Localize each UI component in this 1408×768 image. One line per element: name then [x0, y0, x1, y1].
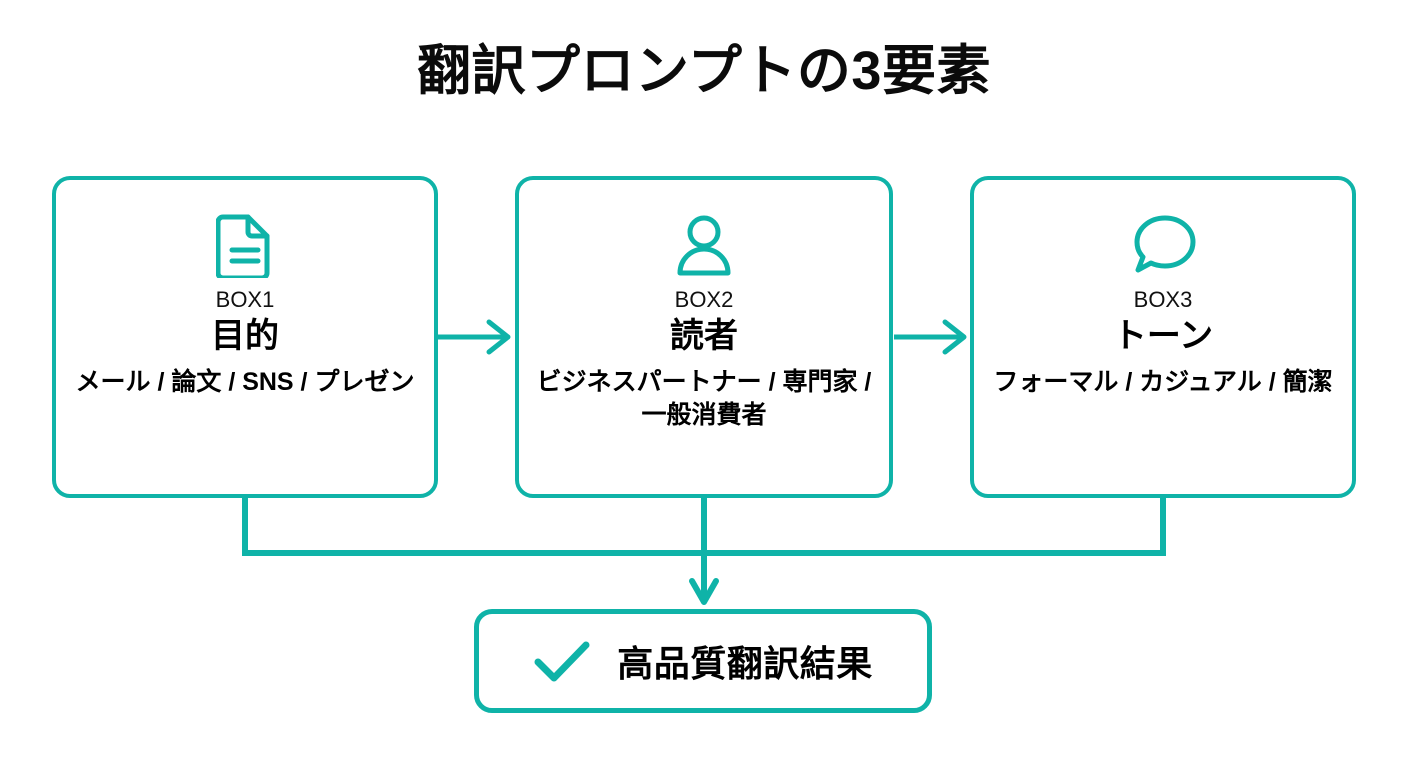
speech-bubble-icon: [1129, 208, 1197, 282]
page-title: 翻訳プロンプトの3要素: [417, 41, 991, 101]
box-description: フォーマル / カジュアル / 簡潔: [993, 367, 1333, 396]
box-description: ビジネスパートナー / 専門家 / 一般消費者: [536, 367, 872, 429]
box-title: 目的: [211, 316, 279, 355]
person-icon: [673, 208, 735, 282]
arrow-right-icon-1: [438, 319, 511, 355]
box-tag: BOX1: [215, 287, 275, 312]
box-tone[interactable]: BOX3 トーン フォーマル / カジュアル / 簡潔: [970, 176, 1356, 498]
result-label: 高品質翻訳結果: [617, 643, 873, 684]
box-audience[interactable]: BOX2 読者 ビジネスパートナー / 専門家 / 一般消費者: [515, 176, 893, 498]
document-icon: [216, 208, 274, 282]
box-tag: BOX3: [1133, 287, 1193, 312]
check-icon: [533, 640, 591, 684]
arrow-right-icon-2: [894, 319, 967, 355]
merge-connector: [242, 498, 1166, 605]
box-description: メール / 論文 / SNS / プレゼン: [75, 367, 415, 396]
box-tag: BOX2: [674, 287, 734, 312]
box-title: トーン: [1112, 316, 1214, 355]
box-purpose[interactable]: BOX1 目的 メール / 論文 / SNS / プレゼン: [52, 176, 438, 498]
result-box[interactable]: 高品質翻訳結果: [474, 609, 932, 713]
box-title: 読者: [670, 316, 738, 355]
